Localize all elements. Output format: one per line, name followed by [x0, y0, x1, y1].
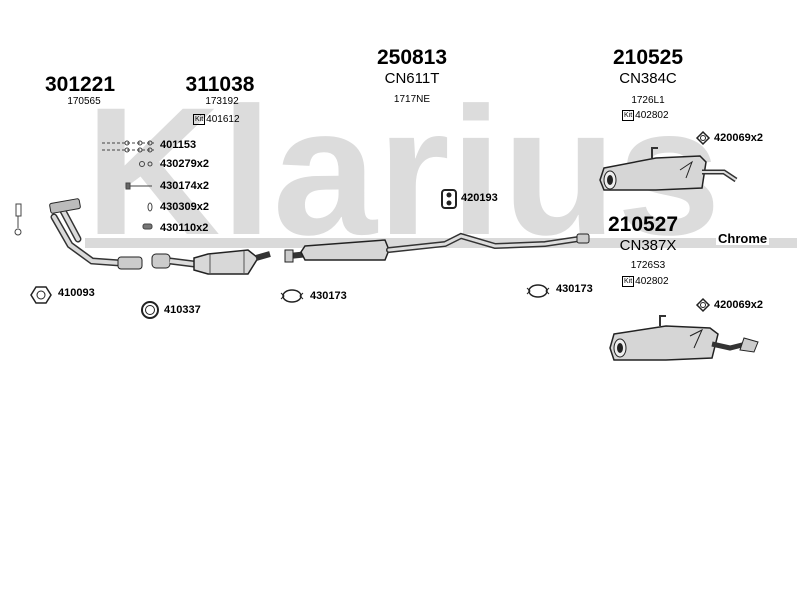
- part-code-cn611t: CN611T: [384, 70, 440, 87]
- part-number-311038: 311038: [185, 73, 255, 96]
- rear-silencer-210527-chrome-drawing: [609, 315, 759, 361]
- hanger-ring-icon-bottom: [695, 297, 711, 313]
- oe-number-1726l1: 1726L1: [631, 95, 665, 106]
- rubber-mount-icon: [441, 189, 457, 209]
- accessory-label-430173-right: 430173: [556, 283, 593, 295]
- accessory-label-410337: 410337: [164, 304, 201, 316]
- fitting-label-430110x2: 430110x2: [160, 222, 209, 234]
- part-number-210525: 210525: [612, 46, 684, 69]
- oe-number-1726s3: 1726S3: [630, 260, 666, 271]
- catalytic-converter-311038-drawing: [151, 249, 271, 275]
- fitting-label-401153: 401153: [160, 139, 197, 151]
- chrome-variant-label: Chrome: [716, 231, 770, 246]
- oe-number-170565: 170565: [67, 96, 101, 107]
- fitting-label-430279x2: 430279x2: [160, 158, 209, 170]
- part-number-301221: 301221: [44, 73, 116, 96]
- part-number-210527: 210527: [607, 213, 679, 236]
- part-code-cn387x: CN387X: [619, 237, 677, 254]
- hanger-ring-icon-top: [695, 130, 711, 146]
- accessory-label-420069x2-bottom: 420069x2: [714, 299, 763, 311]
- fitting-icons: [102, 140, 154, 230]
- middle-silencer-250813-drawing: [284, 232, 590, 263]
- ring-seal-icon: [141, 301, 159, 319]
- washer-icon: [147, 202, 153, 212]
- bolt-set-icon: [102, 140, 154, 153]
- fitting-label-430174x2: 430174x2: [160, 180, 209, 192]
- gasket-icon: [30, 286, 52, 304]
- kit-box: Kit: [622, 110, 635, 121]
- clamp-icon-right: [526, 284, 550, 298]
- kit-box: Kit: [193, 114, 206, 125]
- rear-silencer-210525-drawing: [599, 147, 738, 191]
- accessory-label-410093: 410093: [58, 287, 95, 299]
- accessory-label-420069x2-top: 420069x2: [714, 132, 763, 144]
- oe-number-1717ne: 1717NE: [393, 94, 431, 105]
- kit-box: Kit: [622, 276, 635, 287]
- bolt-icon: [125, 182, 152, 190]
- oe-number-173192: 173192: [205, 96, 239, 107]
- clip-icon: [142, 223, 153, 230]
- fitting-label-430309x2: 430309x2: [160, 201, 209, 213]
- accessory-label-430173-left: 430173: [310, 290, 347, 302]
- lambda-sensor-icon: [14, 203, 22, 236]
- part-number-250813: 250813: [376, 46, 448, 69]
- accessory-label-420193: 420193: [461, 192, 498, 204]
- part-code-cn384c: CN384C: [619, 70, 677, 87]
- nut-icon: [139, 161, 153, 167]
- clamp-icon-left: [280, 289, 304, 303]
- front-pipe-301221-drawing: [49, 198, 143, 270]
